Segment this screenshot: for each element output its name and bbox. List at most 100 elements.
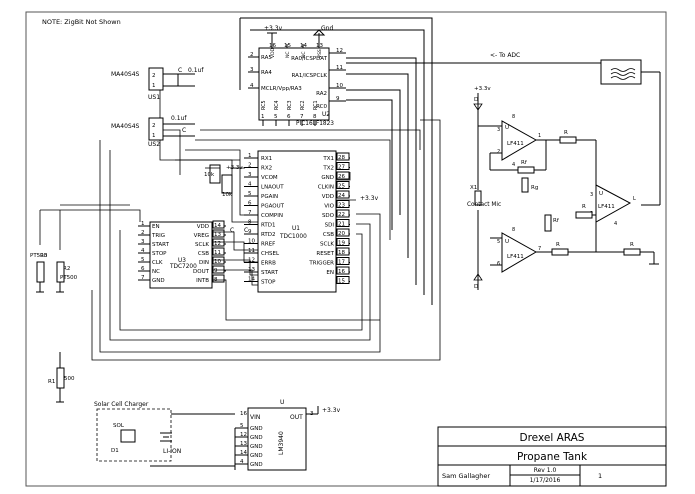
pic-part-name: PIC16LF1823 (296, 121, 334, 127)
a1-pin1: 1 (538, 133, 541, 139)
filter-block (600, 59, 642, 85)
ultrasonic-us2: 2 1 MA40S4S US2 C 0.1uf (111, 115, 195, 148)
tdc1000-right-pin-num: 15 (338, 279, 345, 285)
tdc1000-body (257, 150, 337, 293)
interconnect-wires (39, 75, 441, 361)
pot-network: 10k 10k +3.3v (204, 164, 245, 198)
pic-bottom-pin-label: RC5 (261, 101, 267, 111)
lm3940-gnd-pin-num: 14 (240, 450, 247, 456)
svg-text:1: 1 (152, 83, 156, 89)
tdc7200-left-pin-label: START (152, 242, 170, 248)
contact-mic-label: Contact Mic (467, 202, 501, 208)
tdc1000-right-pin-num: 23 (338, 203, 345, 209)
us1-part: MA40S4S (111, 71, 140, 78)
tdc1000-left-pin-num: 12 (248, 258, 255, 264)
c1-value: 0.1uf (188, 67, 204, 74)
svg-text:1: 1 (152, 133, 156, 139)
pic-left-pin-num: 3 (250, 67, 254, 73)
cap-c-right: C (244, 227, 248, 234)
pic-left-pin-num: 4 (250, 83, 254, 89)
tdc1000-vdd-supply: +3.3v (360, 195, 379, 202)
a1-pin2: 2 (497, 149, 500, 155)
opamp-a3: U LF411 5 6 7 8 (497, 227, 541, 273)
tdc7200-right-pin-num: 11 (214, 250, 221, 256)
tdc1000-left-pin-num: 11 (248, 248, 255, 254)
pic-left-pin-label: MCLR/Vpp/RA3 (261, 86, 302, 92)
r2-label: PT500 (60, 275, 78, 281)
tdc1000-right-pin-label: SDO (322, 213, 335, 219)
tdc7200-right-pin-label: DOUT (193, 269, 210, 275)
lm3940-gnd-label: GND (250, 444, 263, 450)
solar-dash-box (96, 408, 172, 462)
pic-top-pin-num: 13 (316, 43, 323, 49)
pic-bottom-pin-num: 1 (261, 114, 265, 120)
tdc1000-left-pin-num: 4 (248, 182, 252, 188)
r3-resistor (36, 261, 45, 283)
date: 1/17/2016 (530, 477, 561, 484)
a1-pin4: 4 (512, 162, 515, 168)
pic-bottom-pin-label: RC3 (287, 101, 293, 111)
tdc1000-right-pin-num: 28 (338, 155, 345, 161)
lm3940-gnd-label: GND (250, 435, 263, 441)
tdc7200-left-pin-label: STOP (152, 251, 167, 257)
tdc1000-right-pin-label: GND (321, 175, 334, 181)
us1-ref: US1 (148, 94, 160, 101)
a3-name: LF411 (507, 254, 524, 260)
solar-block-label: Solar Cell Charger (94, 401, 149, 408)
lm3940-gnd-label: GND (250, 453, 263, 459)
pic-top-pin-label: NC (301, 51, 307, 58)
a2-pin4: 4 (614, 221, 617, 227)
pic-right-pin-num: 9 (336, 96, 340, 102)
svg-text:2: 2 (152, 123, 156, 129)
lm3940-gnd-pin-num: 5 (240, 423, 244, 429)
tdc7200-right-pin-label: SCLK (195, 242, 209, 248)
tdc7200-left-pin-label: GND (152, 278, 165, 284)
tdc1000-left-pin-num: 9 (248, 229, 252, 235)
lm3940-gnd-label: GND (250, 426, 263, 432)
pic-right-pin-num: 11 (336, 65, 343, 71)
tdc7200-name: TDC7200 (169, 264, 197, 270)
c2-label: C (182, 127, 186, 134)
d1-label: D1 (111, 448, 119, 454)
c2-value: 0.1uf (171, 115, 187, 122)
tdc7200-left-pin-label: EN (152, 224, 160, 230)
lm3940-out: OUT (290, 414, 303, 421)
tdc1000-right-pin-label: EN (326, 270, 334, 276)
a2-name: LF411 (598, 204, 615, 210)
pic-bottom-pin-label: RC4 (274, 101, 280, 111)
pot-10k-a: 10k (204, 172, 215, 178)
tdc7200-left-pin-num: 7 (141, 275, 145, 281)
tdc1000-left-pin-label: COMPIN (261, 213, 283, 219)
tdc1000-left-pin-label: RX1 (261, 156, 272, 162)
a1-ref: U (505, 125, 509, 131)
ultrasonic-us1: 2 1 MA40S4S US1 C 0.1uf (111, 67, 204, 101)
note-text: NOTE: ZigBit Not Shown (42, 18, 121, 26)
a1-pin3: 3 (497, 127, 500, 133)
tdc1000-right-pin-label: VDD (322, 194, 334, 200)
revision: Rev 1.0 (534, 467, 557, 474)
r1-value: 500 (64, 376, 75, 382)
tdc1000-right-pin-num: 24 (338, 193, 345, 199)
rf-a3: Rf (553, 218, 560, 224)
tdc7200-right-pin-num: 12 (214, 241, 221, 247)
tdc1000-right-pin-label: SCLK (320, 242, 334, 248)
r-a3-out: R (556, 242, 560, 248)
pic-right-pin-num: 12 (336, 48, 343, 54)
r-gnd: R (630, 242, 634, 248)
x1-crystal (474, 190, 482, 206)
pic-bottom-pin-label: RC1 (313, 101, 319, 111)
sol-label: SOL (113, 423, 125, 429)
title-line2: Propane Tank (517, 451, 588, 463)
r3-ref: R3 (40, 253, 48, 259)
pic-top-pin-label: VDD (270, 47, 276, 58)
tdc1000-right-pin-label: TX2 (322, 166, 334, 172)
tdc1000-left-pin-label: RREF (261, 242, 275, 248)
lm3940-vin-pin: 16 (240, 411, 247, 417)
pic-right-pin-label: RC0 (316, 104, 327, 110)
adc-path: <- To ADC (346, 52, 661, 206)
tdc1000-left-pin-label: PGAIN (261, 194, 278, 200)
tdc7200-right-pin-num: 14 (214, 223, 221, 229)
tdc1000-left-pin-label: RTD2 (261, 232, 276, 238)
